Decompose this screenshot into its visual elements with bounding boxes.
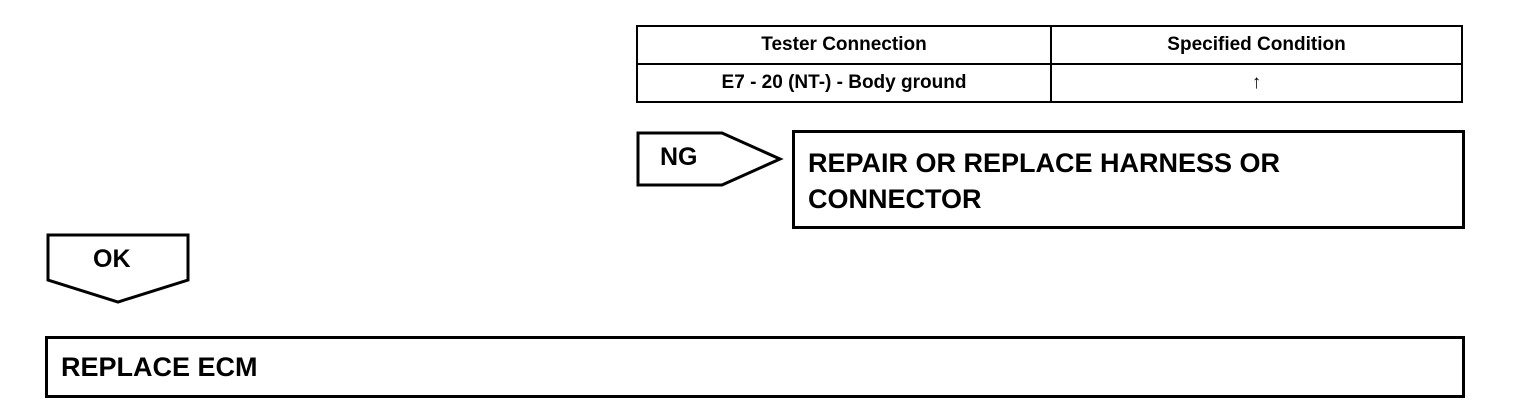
replace-ecm-box: REPLACE ECM xyxy=(45,336,1465,398)
ok-label: OK xyxy=(93,245,131,273)
table-header-row: Tester Connection Specified Condition xyxy=(636,25,1463,65)
ng-label: NG xyxy=(660,143,698,171)
specified-condition-cell: ↑ xyxy=(1050,63,1463,103)
column-header-specified-condition: Specified Condition xyxy=(1050,25,1463,65)
repair-harness-action-box: REPAIR OR REPLACE HARNESS OR CONNECTOR xyxy=(792,130,1465,229)
replace-ecm-label: REPLACE ECM xyxy=(61,352,258,382)
tester-connection-cell: E7 - 20 (NT-) - Body ground xyxy=(636,63,1052,103)
table-row: E7 - 20 (NT-) - Body ground ↑ xyxy=(636,63,1463,103)
repair-action-line-2: CONNECTOR xyxy=(808,184,982,214)
repair-action-line-1: REPAIR OR REPLACE HARNESS OR xyxy=(808,148,1281,178)
column-header-tester-connection: Tester Connection xyxy=(636,25,1052,65)
tester-spec-table: Tester Connection Specified Condition E7… xyxy=(636,25,1463,103)
ng-arrow-shape xyxy=(636,131,784,187)
ok-arrow-shape xyxy=(46,233,190,304)
